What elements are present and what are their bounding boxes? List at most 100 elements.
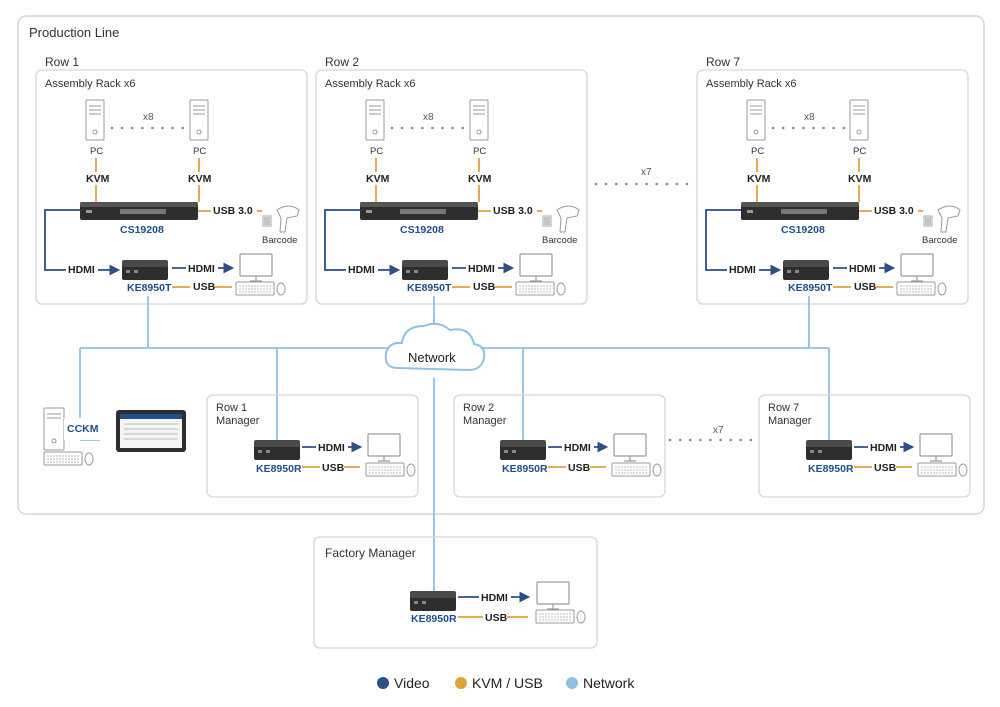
row-7-manager: Row 7 Manager KE8950R HDMI USB (768, 402, 968, 477)
keyboard-mouse-icon (535, 609, 586, 624)
pc-icon (849, 99, 869, 141)
kvm-label: KVM (366, 173, 390, 185)
keyboard-mouse-icon (611, 462, 662, 477)
tx-model: KE8950T (127, 282, 172, 294)
hdmi-label: HDMI (348, 264, 375, 276)
pc-label: PC (853, 146, 866, 157)
cckm-label: CCKM (67, 423, 99, 435)
manager-title: Row 2 (463, 402, 494, 414)
barcode-scanner-icon (262, 205, 300, 233)
pc-label: PC (90, 146, 103, 157)
rx-model: KE8950R (411, 613, 457, 625)
kvm-switch-device (80, 202, 198, 220)
kvm-label: KVM (188, 173, 212, 185)
manager-title: Row 7 (768, 402, 799, 414)
row-2-manager-box (453, 394, 666, 498)
pc-label: PC (473, 146, 486, 157)
usb-label: USB (322, 462, 345, 474)
row-7-box (696, 69, 969, 305)
production-line-title: Production Line (29, 25, 119, 40)
kvm-label: KVM (86, 173, 110, 185)
pc-count: x8 (423, 112, 434, 123)
pc-label: PC (370, 146, 383, 157)
hdmi-label: HDMI (564, 442, 591, 454)
network-cloud: Network (384, 322, 486, 372)
usb-label: USB (485, 612, 508, 624)
hdmi-label: HDMI (188, 263, 215, 275)
rack-label: Assembly Rack x6 (706, 78, 796, 90)
barcode-label: Barcode (262, 235, 297, 246)
row-1-manager-box (206, 394, 419, 498)
kvm-label: KVM (848, 173, 872, 185)
pc-icon (189, 99, 209, 141)
ke8950t-device (122, 260, 168, 280)
ke8950r-device (806, 440, 852, 460)
production-line-box (17, 15, 985, 515)
switch-model: CS19208 (400, 224, 444, 236)
row-1-manager: Row 1 Manager KE8950R HDMI USB (216, 402, 416, 477)
manager-title: Manager (768, 415, 812, 427)
usb-label: USB (568, 462, 591, 474)
pc-icon (746, 99, 766, 141)
switch-model: CS19208 (781, 224, 825, 236)
ke8950r-device (254, 440, 300, 460)
monitor-icon (900, 253, 934, 282)
hdmi-label: HDMI (481, 592, 508, 604)
monitor-icon (919, 433, 953, 462)
barcode-label: Barcode (922, 235, 957, 246)
network-links (79, 296, 830, 600)
ke8950r-device (410, 591, 456, 611)
pc-count: x8 (804, 112, 815, 123)
rack-label: Assembly Rack x6 (45, 78, 135, 90)
hdmi-label: HDMI (849, 263, 876, 275)
cckm-workstation: CCKM (43, 407, 186, 466)
rack-label: Assembly Rack x6 (325, 78, 415, 90)
usb3-label: USB 3.0 (874, 205, 914, 217)
usb3-label: USB 3.0 (213, 205, 253, 217)
barcode-scanner-icon (923, 205, 961, 233)
rx-model: KE8950R (256, 463, 302, 475)
pc-label: PC (193, 146, 206, 157)
hdmi-label: HDMI (729, 264, 756, 276)
factory-manager: Factory Manager KE8950R HDMI USB (325, 546, 586, 625)
row-label: Row 7 (706, 55, 740, 69)
keyboard-mouse-icon (917, 462, 968, 477)
row-2-content: Row 2 Assembly Rack x6 x8 PC PC KVM KVM … (324, 55, 580, 296)
managers-repeat-count: x7 (713, 425, 724, 436)
hdmi-label: HDMI (318, 442, 345, 454)
rx-model: KE8950R (808, 463, 854, 475)
ke8950t-device (783, 260, 829, 280)
hdmi-label: HDMI (68, 264, 95, 276)
monitor-icon (536, 581, 570, 610)
keyboard-mouse-icon (43, 451, 94, 466)
factory-manager-title: Factory Manager (325, 546, 416, 560)
switch-model: CS19208 (120, 224, 164, 236)
keyboard-mouse-icon (515, 281, 566, 296)
barcode-label: Barcode (542, 235, 577, 246)
usb3-label: USB 3.0 (493, 205, 533, 217)
keyboard-mouse-icon (235, 281, 286, 296)
monitor-icon (239, 253, 273, 282)
row-7-manager-box (758, 394, 971, 498)
legend-video-swatch (377, 677, 389, 689)
row-7-content: Row 7 Assembly Rack x6 x8 PC PC KVM KVM … (705, 55, 961, 296)
pc-label: PC (751, 146, 764, 157)
rows-repeat-count: x7 (641, 167, 652, 178)
row-2-box (315, 69, 588, 305)
monitor-icon (367, 433, 401, 462)
manager-title: Row 1 (216, 402, 247, 414)
tx-model: KE8950T (788, 282, 833, 294)
legend: Video KVM / USB Network (377, 675, 635, 691)
row-label: Row 2 (325, 55, 359, 69)
monitor-icon (613, 433, 647, 462)
manager-title: Manager (463, 415, 507, 427)
kvm-switch-device (360, 202, 478, 220)
rx-model: KE8950R (502, 463, 548, 475)
factory-manager-box (313, 536, 598, 649)
monitor-icon (519, 253, 553, 282)
row-2-manager: Row 2 Manager KE8950R HDMI USB (463, 402, 662, 477)
pc-icon (365, 99, 385, 141)
network-label: Network (408, 350, 456, 365)
legend-kvm-usb-label: KVM / USB (472, 675, 543, 691)
